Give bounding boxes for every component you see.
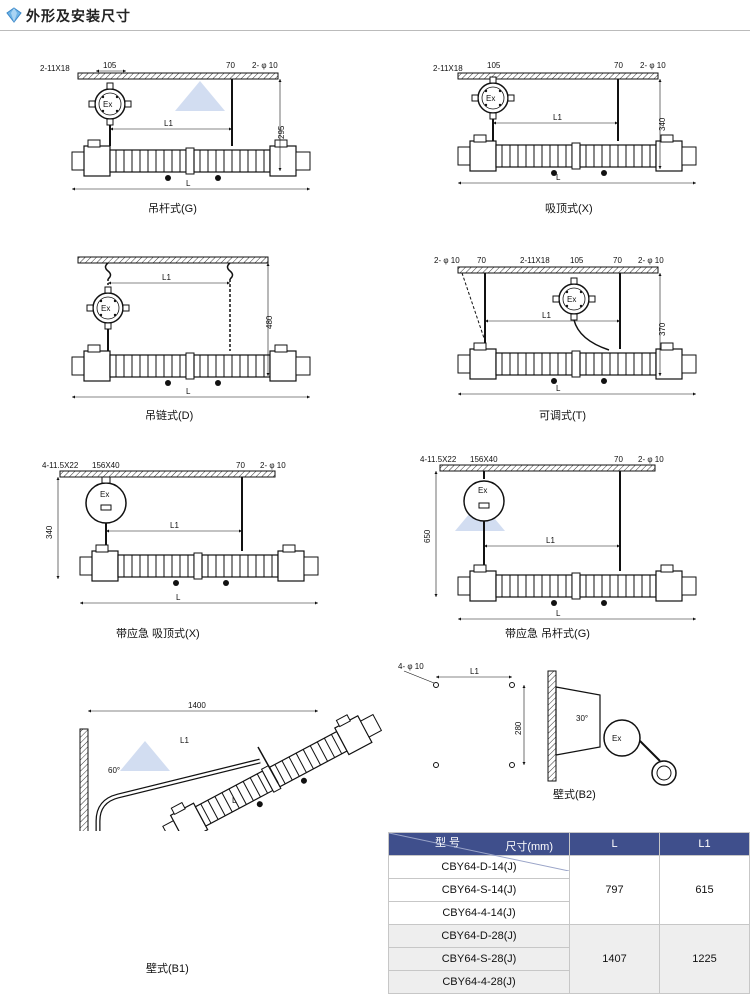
head-l1: L1 bbox=[659, 832, 750, 856]
width-156-label: 156X40 bbox=[92, 461, 120, 470]
l1-label: L1 bbox=[180, 736, 189, 745]
ex-mark: Ex bbox=[567, 295, 576, 304]
l-label: L bbox=[176, 593, 181, 602]
ex-mark: Ex bbox=[103, 100, 112, 109]
height-label: 340 bbox=[658, 117, 667, 131]
ex-mark: Ex bbox=[478, 486, 487, 495]
height-label: 280 bbox=[514, 721, 523, 735]
hole-label: 2- φ 10 bbox=[260, 461, 286, 470]
installation-drawing: 2-11X18 105 70 2- φ 10 Ex L1 L 295 2-11X… bbox=[40, 61, 697, 831]
l1-label: L1 bbox=[553, 113, 562, 122]
hole-label: 2- φ 10 bbox=[638, 455, 664, 464]
caption-b2: 壁式(B2) bbox=[553, 789, 596, 801]
caption-b1: 壁式(B1) bbox=[146, 963, 189, 975]
width-70-label: 70 bbox=[614, 61, 623, 70]
model-cell: CBY64-D-14(J) bbox=[388, 855, 570, 879]
bolt-label: 2-11X18 bbox=[433, 64, 463, 73]
section-header: 外形及安装尺寸 bbox=[0, 0, 750, 31]
section-title: 外形及安装尺寸 bbox=[26, 8, 131, 24]
height-label: 650 bbox=[423, 529, 432, 543]
caption-eg: 带应急 吊杆式(G) bbox=[505, 628, 590, 640]
diagram-g: 2-11X18 105 70 2- φ 10 Ex L1 L 295 bbox=[40, 61, 311, 191]
diagram-eg: 4-11.5X22 156X40 70 2- φ 10 Ex L1 L 650 bbox=[420, 455, 697, 621]
model-cell: CBY64-S-14(J) bbox=[388, 878, 570, 902]
width-70-left-label: 70 bbox=[477, 256, 486, 265]
caption-t: 可调式(T) bbox=[539, 410, 587, 422]
l1-label: L1 bbox=[170, 521, 179, 530]
height-label: 370 bbox=[658, 322, 667, 336]
diagram-b1: 1400 60° L1 L bbox=[79, 701, 388, 831]
watermark-logo bbox=[120, 81, 505, 771]
l1-value-cell: 615 bbox=[659, 855, 750, 925]
head-dim: 尺寸(mm) bbox=[505, 841, 553, 853]
l1-label: L1 bbox=[164, 119, 173, 128]
l-label: L bbox=[556, 173, 561, 182]
head-l: L bbox=[569, 832, 660, 856]
l-value-cell: 1407 bbox=[569, 924, 660, 994]
l-value-cell: 797 bbox=[569, 855, 660, 925]
model-cell: CBY64-S-28(J) bbox=[388, 947, 570, 971]
l1-label: L1 bbox=[546, 536, 555, 545]
width-70-label: 70 bbox=[236, 461, 245, 470]
caption-g: 吊杆式(G) bbox=[148, 203, 197, 215]
width-156-label: 156X40 bbox=[470, 455, 498, 464]
spec-table: 尺寸(mm) 型 号 L L1 CBY64-D-14(J) 797 615 CB… bbox=[388, 832, 750, 994]
model-cell: CBY64-4-14(J) bbox=[388, 901, 570, 925]
diagonal-divider bbox=[389, 833, 569, 871]
l1-label: L1 bbox=[542, 311, 551, 320]
table-corner-cell: 尺寸(mm) 型 号 bbox=[388, 832, 570, 871]
hole-label: 2- φ 10 bbox=[640, 61, 666, 70]
l-label: L bbox=[556, 609, 561, 618]
table-row: CBY64-D-28(J) 1407 1225 bbox=[388, 924, 750, 994]
ex-mark: Ex bbox=[486, 94, 495, 103]
height-label: 295 bbox=[277, 125, 286, 139]
diagram-ex: 4-11.5X22 156X40 70 2- φ 10 Ex L1 L 340 bbox=[42, 461, 319, 605]
ex-mark: Ex bbox=[100, 490, 109, 499]
angle-label: 60° bbox=[108, 766, 120, 775]
ex-mark: Ex bbox=[101, 304, 110, 313]
diagram-t: 2- φ 10 70 2-11X18 105 70 2- φ 10 Ex L1 … bbox=[434, 256, 697, 396]
table-header-row: 尺寸(mm) 型 号 L L1 bbox=[388, 832, 750, 871]
bolt-label: 2-11X18 bbox=[520, 256, 550, 265]
l-label: L bbox=[556, 384, 561, 393]
hole-right-label: 2- φ 10 bbox=[638, 256, 664, 265]
width-105-label: 105 bbox=[570, 256, 584, 265]
table-row: CBY64-D-14(J) 797 615 bbox=[388, 855, 750, 925]
diagram-d: Ex L1 L 480 bbox=[71, 256, 311, 399]
l1-value-cell: 1225 bbox=[659, 924, 750, 994]
hole-left-label: 2- φ 10 bbox=[434, 256, 460, 265]
hole-label: 4- φ 10 bbox=[398, 662, 424, 671]
width-70-label: 70 bbox=[226, 61, 235, 70]
width-105-label: 105 bbox=[487, 61, 501, 70]
hole-label: 2- φ 10 bbox=[252, 61, 278, 70]
caption-x: 吸顶式(X) bbox=[545, 203, 593, 215]
l-label: L bbox=[232, 796, 237, 805]
diamond-icon bbox=[6, 7, 22, 23]
l1-label: L1 bbox=[470, 667, 479, 676]
width-105-label: 105 bbox=[103, 61, 117, 70]
angle-label: 30° bbox=[576, 714, 588, 723]
diagram-x: 2-11X18 105 70 2- φ 10 Ex L1 L 340 bbox=[433, 61, 697, 185]
l-label: L bbox=[186, 179, 191, 188]
ex-mark: Ex bbox=[612, 734, 621, 743]
caption-ex: 带应急 吸顶式(X) bbox=[116, 628, 200, 640]
width-70-right-label: 70 bbox=[613, 256, 622, 265]
l-label: L bbox=[186, 387, 191, 396]
table-row: CBY64-4-28(J) bbox=[388, 970, 750, 994]
width-70-label: 70 bbox=[614, 455, 623, 464]
model-cell: CBY64-D-28(J) bbox=[388, 924, 570, 948]
head-model: 型 号 bbox=[435, 837, 461, 849]
table-row: CBY64-S-28(J) bbox=[388, 947, 750, 971]
height-label: 480 bbox=[265, 315, 274, 329]
diagram-b2: 4- φ 10 L1 280 30° Ex bbox=[398, 662, 677, 786]
caption-d: 吊链式(D) bbox=[145, 410, 194, 422]
width-1400-label: 1400 bbox=[188, 701, 206, 710]
height-label: 340 bbox=[45, 525, 54, 539]
model-cell: CBY64-4-28(J) bbox=[388, 970, 570, 994]
bolt-label: 2-11X18 bbox=[40, 64, 70, 73]
bolt-label: 4-11.5X22 bbox=[420, 455, 457, 464]
bolt-label: 4-11.5X22 bbox=[42, 461, 79, 470]
l1-label: L1 bbox=[162, 273, 171, 282]
